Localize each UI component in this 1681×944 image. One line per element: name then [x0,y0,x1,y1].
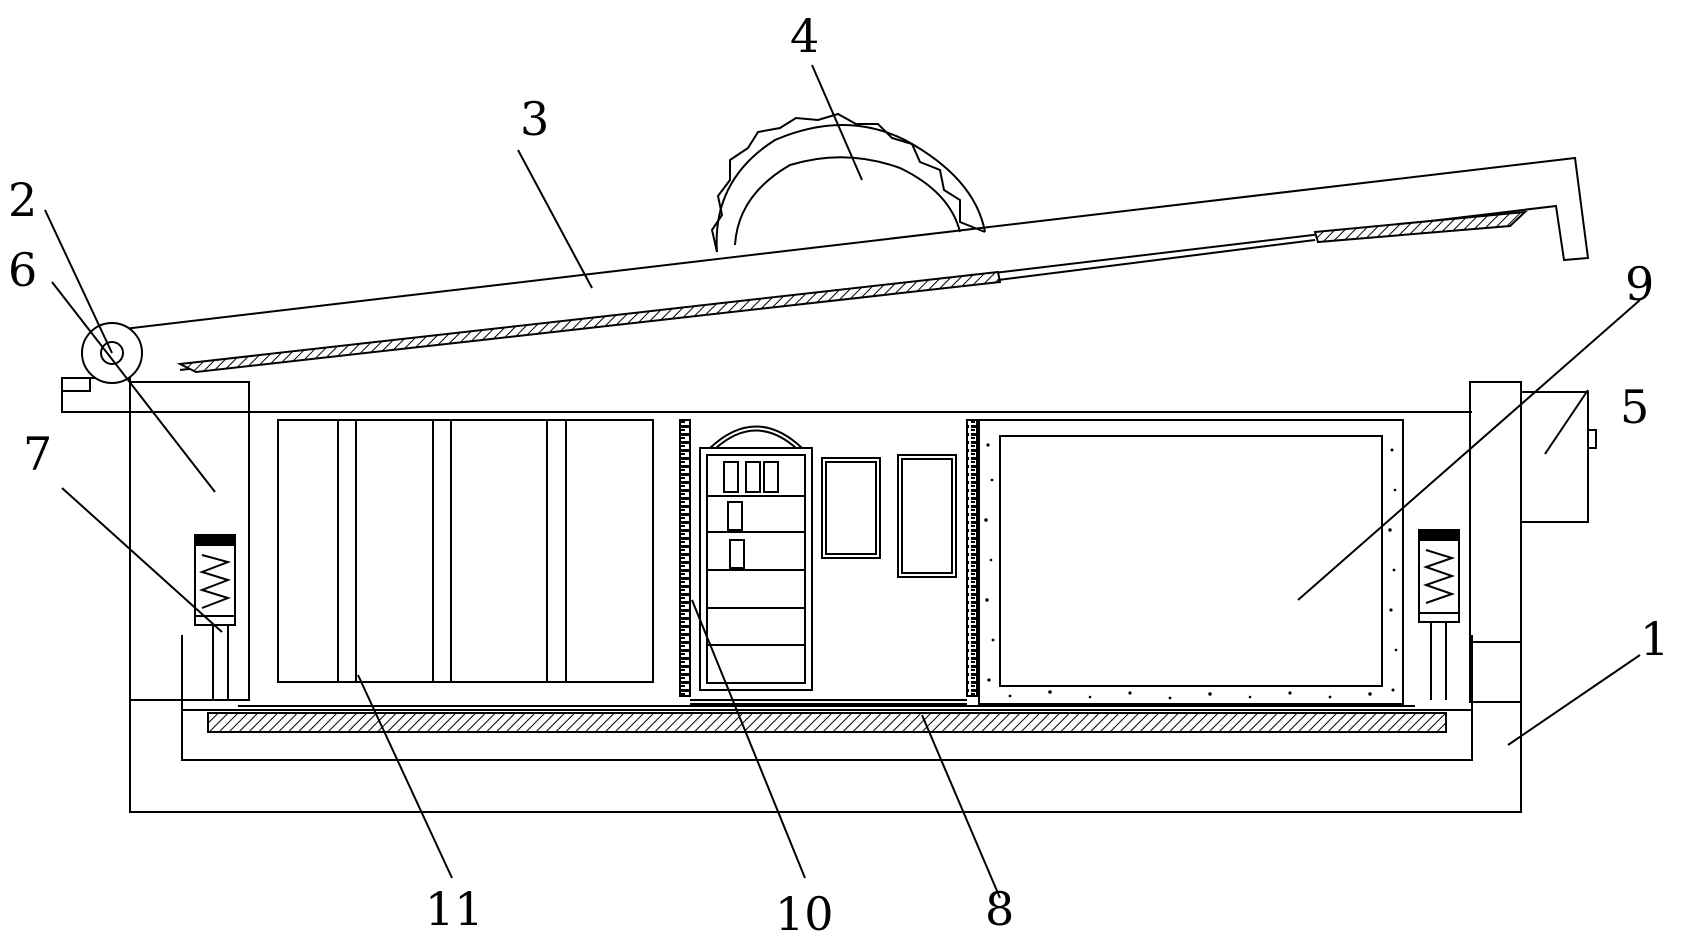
inner-tray-outline [181,709,1473,761]
left-support-block [129,381,250,701]
chamber-9-outer [978,419,1404,705]
leader-lines [44,64,1641,899]
chamber-9-inner [999,435,1383,687]
callout-5: 5 [1620,380,1649,434]
callout-7: 7 [23,427,52,481]
callout-9: 9 [1625,257,1654,311]
left-spring-damper [194,534,236,700]
bottom-hatched-plate [207,712,1447,733]
callout-1: 1 [1640,612,1669,666]
brick-strip-right [966,419,978,697]
callout-3: 3 [520,92,549,146]
callout-6: 6 [8,243,37,297]
handle-ring [715,124,986,253]
callout-labels: 2 6 3 4 5 7 9 1 8 10 11 [8,9,1669,941]
right-support-post [1469,381,1522,703]
callout-11: 11 [425,882,484,936]
callout-10: 10 [775,887,834,939]
right-spring-damper [1418,529,1460,700]
speckle-fill [984,443,1398,700]
lid-hatch-right [1313,210,1528,244]
panel-a [821,457,881,559]
callout-2: 2 [8,173,37,227]
hinge-inner [100,341,124,365]
brick-strip-left [679,419,691,697]
panel-b [897,454,957,578]
callout-8: 8 [985,882,1014,936]
lid-hatch-left [176,270,1002,374]
side-handle-box [1520,391,1589,523]
lid-plate [114,156,1590,371]
shelf-unit [699,447,813,691]
callout-4: 4 [790,9,819,63]
compartment-11 [277,419,654,683]
drawing-lines [44,64,1641,899]
